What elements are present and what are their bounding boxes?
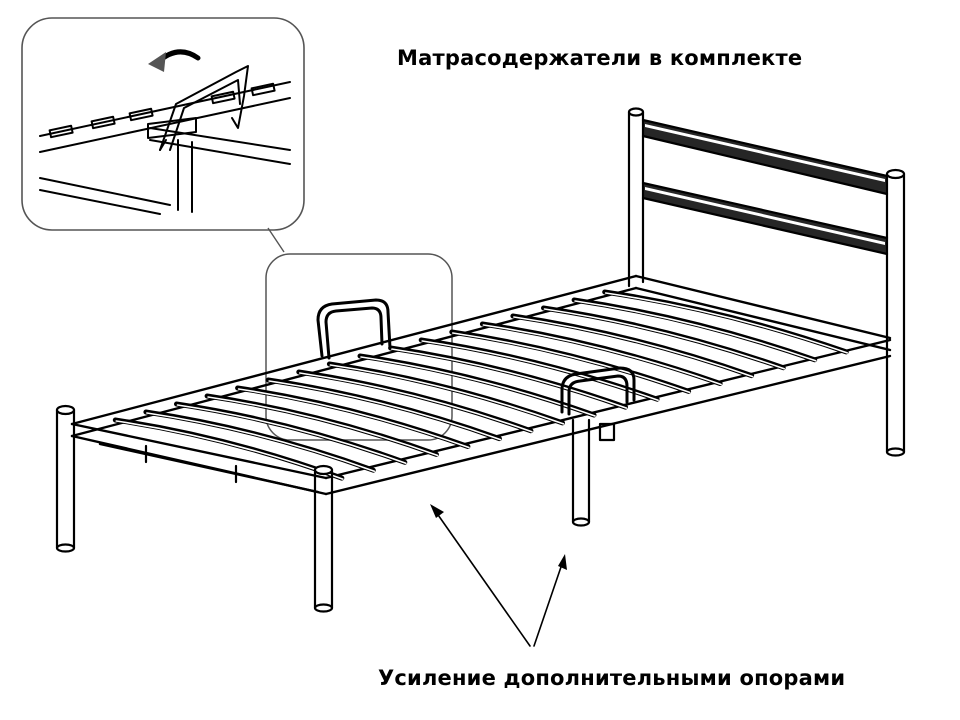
caption-mattress-holders: Матрасодержатели в комплекте <box>397 46 803 70</box>
slat-highlight <box>146 412 376 472</box>
slat-highlight <box>604 292 848 354</box>
slat-highlight <box>513 316 754 378</box>
slat-highlight <box>390 348 628 409</box>
arrow-head-left <box>430 504 444 518</box>
headboard-rail-fill <box>643 120 887 254</box>
slat-highlight <box>482 324 722 386</box>
slat-highlight <box>574 300 817 362</box>
legs <box>55 404 616 613</box>
slat-highlight <box>421 340 659 401</box>
slats-group <box>112 289 849 481</box>
slat-highlight <box>329 364 565 425</box>
slat-highlight <box>176 404 407 465</box>
bed-frame <box>70 274 892 496</box>
support-arrows <box>435 511 563 647</box>
caption-extra-supports: Усиление дополнительными опорами <box>378 666 846 690</box>
mattress-holders <box>316 298 636 416</box>
slat-highlight <box>237 388 470 449</box>
slat-highlight <box>207 396 439 457</box>
arrow-head-right <box>558 554 567 570</box>
slat-highlight <box>543 308 785 370</box>
slat-highlight <box>268 380 502 441</box>
slat-highlight <box>452 332 691 394</box>
slat-highlight <box>360 356 596 417</box>
detail-callout <box>21 17 305 253</box>
slat-highlight <box>299 372 533 433</box>
